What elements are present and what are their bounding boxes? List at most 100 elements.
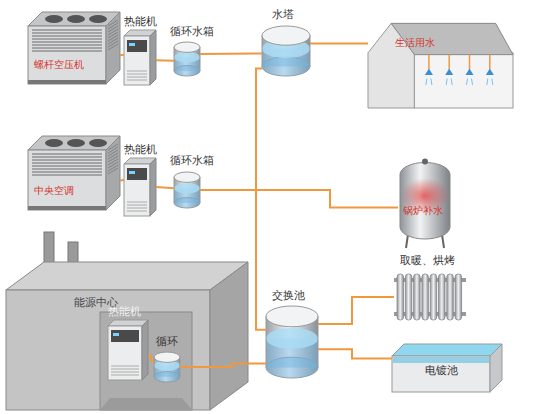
node-label: 中央空调 <box>34 184 74 197</box>
graphic-part <box>32 172 102 173</box>
tank-graphic <box>174 42 200 76</box>
graphic-part <box>448 55 450 70</box>
house-graphic <box>368 16 513 108</box>
graphic-part <box>397 274 404 320</box>
graphic-part <box>266 316 267 367</box>
boiler-tank: 锅炉补水 <box>398 158 452 248</box>
graphic-part <box>108 144 118 150</box>
graphic-part <box>174 183 200 193</box>
tank-graphic <box>262 26 310 76</box>
graphic-part <box>32 51 102 52</box>
house-building: 生活用水 <box>368 16 513 108</box>
graphic-part <box>422 274 429 320</box>
graphic-part <box>266 306 318 327</box>
graphic-part <box>180 357 181 377</box>
graphic-part <box>127 40 147 52</box>
water-tank: 循环水箱 <box>174 172 200 208</box>
heat-unit: 热能机 <box>124 158 156 216</box>
graphic-part <box>150 158 156 216</box>
plating-pool: 电镀池 <box>392 344 502 392</box>
graphic-part <box>447 274 454 320</box>
graphic-part <box>487 79 488 85</box>
graphic-part <box>89 15 107 23</box>
graphic-part <box>310 36 311 67</box>
graphic-part <box>28 80 106 84</box>
node-label: 热能机 <box>108 305 141 318</box>
graphic-part <box>111 366 139 367</box>
graphic-part <box>266 357 318 378</box>
graphic-part <box>100 312 192 410</box>
graphic-part <box>108 44 118 50</box>
graphic-part <box>428 55 430 70</box>
graphic-part <box>392 344 502 356</box>
graphic-part <box>32 163 102 164</box>
node-label: 循环水箱 <box>170 154 214 167</box>
graphic-part <box>210 262 248 410</box>
node-label: 生活用水 <box>395 36 435 49</box>
graphic-part <box>106 136 120 210</box>
graphic-part <box>108 159 118 165</box>
graphic-part <box>67 15 85 23</box>
water-tank: 循环 <box>154 352 180 382</box>
graphic-part <box>108 26 118 32</box>
graphic-part <box>106 12 120 84</box>
cabinet-graphic <box>108 320 148 380</box>
pipe-connector <box>120 179 124 181</box>
graphic-part <box>472 79 473 85</box>
graphic-part <box>200 47 201 71</box>
graphic-part <box>422 159 428 165</box>
graphic-part <box>32 45 102 46</box>
graphic-part <box>108 153 118 159</box>
tank-graphic <box>174 172 200 208</box>
graphic-part <box>442 235 444 249</box>
pipe-connector <box>318 349 392 358</box>
cabinet-graphic <box>124 158 156 216</box>
graphic-part <box>174 47 175 71</box>
graphic-part <box>266 357 318 378</box>
graphic-part <box>266 328 318 349</box>
graphic-part <box>28 150 106 210</box>
node-label: 热能机 <box>124 143 157 156</box>
graphic-part <box>28 206 106 210</box>
graphic-part <box>108 162 118 168</box>
graphic-part <box>32 175 102 176</box>
pipe-connector <box>156 187 174 188</box>
graphic-part <box>262 57 310 76</box>
graphic-part <box>108 147 118 153</box>
graphic-part <box>28 26 106 84</box>
graphic-part <box>32 160 102 161</box>
graphic-part <box>108 156 118 162</box>
graphic-part <box>32 33 102 34</box>
graphic-part <box>405 274 412 320</box>
graphic-part <box>89 139 107 147</box>
graphic-part <box>127 168 147 180</box>
graphic-part <box>113 333 119 336</box>
graphic-part <box>431 79 432 85</box>
node-label: 锅炉补水 <box>403 204 443 217</box>
graphic-part <box>154 372 180 382</box>
graphic-part <box>174 177 175 203</box>
pipe-connector <box>200 53 262 55</box>
graphic-part <box>111 369 139 370</box>
node-label: 电镀池 <box>425 364 458 377</box>
graphic-part <box>108 32 118 38</box>
graphic-part <box>262 26 310 45</box>
cabinet-graphic <box>124 30 156 85</box>
graphic-part <box>108 20 118 26</box>
graphic-part <box>32 169 102 170</box>
graphic-part <box>45 139 63 147</box>
graphic-part <box>142 320 148 380</box>
compressor-machine: 螺杆空压机 <box>28 12 120 84</box>
graphic-part <box>124 36 150 85</box>
graphic-part <box>174 66 200 76</box>
graphic-part <box>446 79 447 85</box>
graphic-part <box>489 55 491 70</box>
graphic-part <box>6 290 210 410</box>
graphic-part <box>150 30 156 85</box>
graphic-part <box>32 154 102 155</box>
graphic-part <box>467 79 468 85</box>
graphic-part <box>129 171 135 174</box>
graphic-part <box>174 42 200 52</box>
graphic-part <box>393 357 489 363</box>
